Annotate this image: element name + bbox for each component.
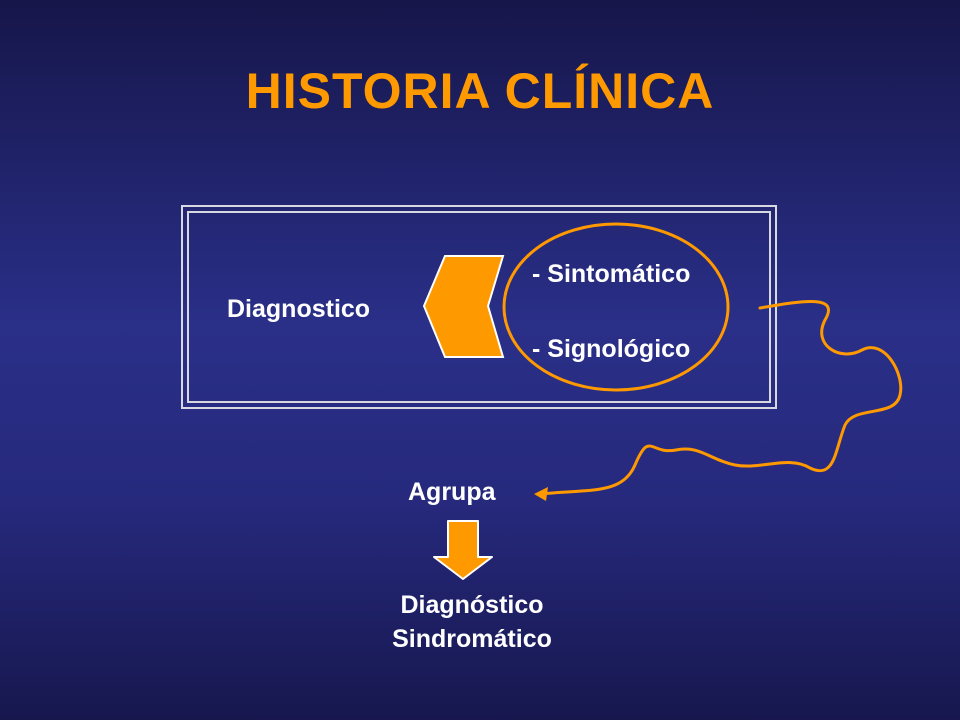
result-label: Diagnóstico Sindromático [340,588,604,656]
diagnostico-label: Diagnostico [227,295,371,323]
result-line-diagnostico: Diagnóstico [400,591,544,619]
slide-title: HISTORIA CLÍNICA [245,63,715,119]
down-arrow-icon [433,520,493,580]
result-line-sindromatico: Sindromático [392,625,552,653]
agrupa-label: Agrupa [408,478,496,506]
chevron-left-icon [422,255,505,358]
wavy-arrow-head-icon [534,487,548,501]
signologico-item: - Signológico [532,335,691,363]
ellipse-highlight-icon [502,222,730,392]
sintomatico-item: - Sintomático [532,260,691,288]
wavy-arrow-icon [538,299,903,496]
